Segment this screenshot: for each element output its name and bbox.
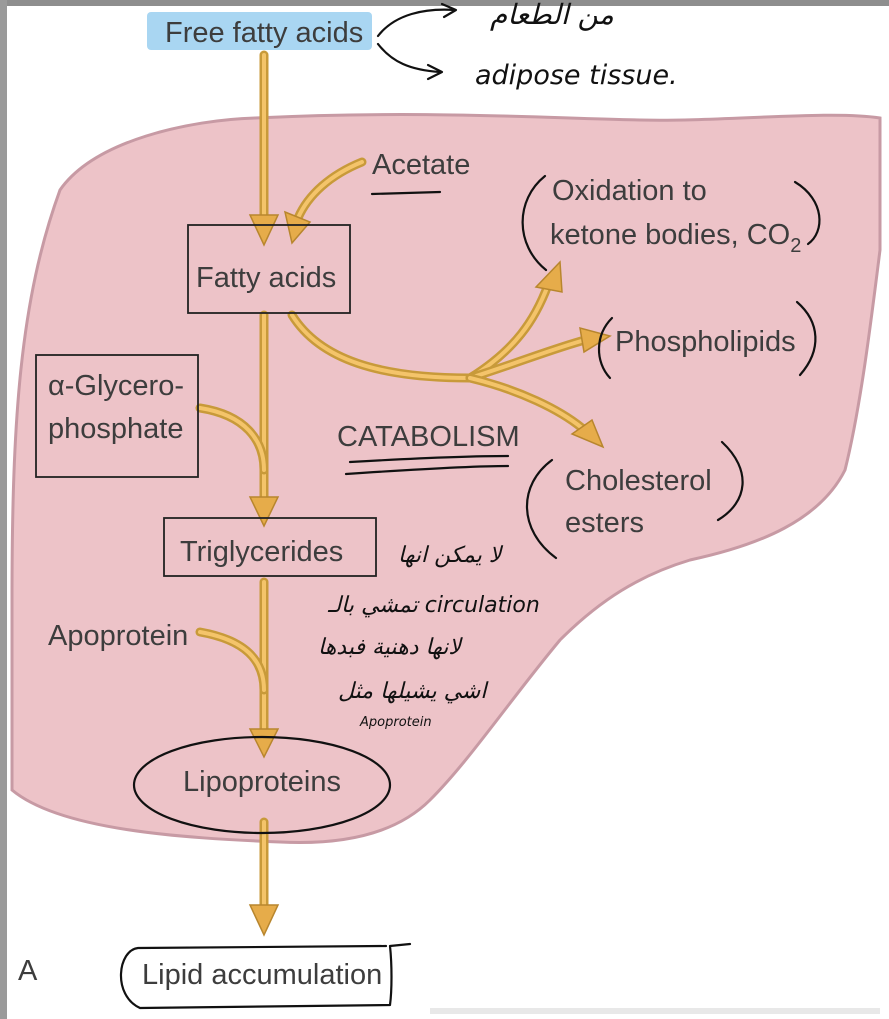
phospholipids-label: Phospholipids <box>615 326 796 358</box>
annotation-arabic-1: لا يمكن انها <box>398 543 504 568</box>
lipoproteins-label: Lipoproteins <box>183 766 341 798</box>
cholesterol-line2: esters <box>565 507 644 539</box>
glycero-line2: phosphate <box>48 413 183 445</box>
catabolism-label: CATABOLISM <box>337 421 520 453</box>
triglycerides-label: Triglycerides <box>180 536 343 568</box>
annotation-arabic-2: تمشي بالـ circulation <box>327 593 540 618</box>
annotation-arabic-4: اشي يشيلها مثل <box>338 679 489 704</box>
ink-arrow-down <box>378 44 440 72</box>
panel-letter: A <box>18 955 38 987</box>
lipid-accumulation-label: Lipid accumulation <box>142 959 382 991</box>
acetate-label: Acetate <box>372 149 470 181</box>
apoprotein-label: Apoprotein <box>48 620 188 652</box>
co2-subscript: 2 <box>790 235 801 257</box>
annotation-arabic-5: Apoprotein <box>359 715 432 730</box>
annotation-top-arabic: من الطعام <box>490 0 614 31</box>
annotation-arabic-3: لانها دهنية فبدها <box>318 635 463 660</box>
ink-arrow-up <box>378 10 455 36</box>
free-fatty-acids-label: Free fatty acids <box>165 17 363 49</box>
cholesterol-line1: Cholesterol <box>565 465 712 497</box>
oxidation-main: ketone bodies, CO <box>550 219 790 251</box>
faint-caption <box>430 1008 880 1014</box>
glycero-line1: α-Glycero- <box>48 370 184 402</box>
fatty-acids-label: Fatty acids <box>196 262 336 294</box>
annotation-adipose: adipose tissue. <box>475 60 678 91</box>
oxidation-line1: Oxidation to <box>552 175 707 207</box>
